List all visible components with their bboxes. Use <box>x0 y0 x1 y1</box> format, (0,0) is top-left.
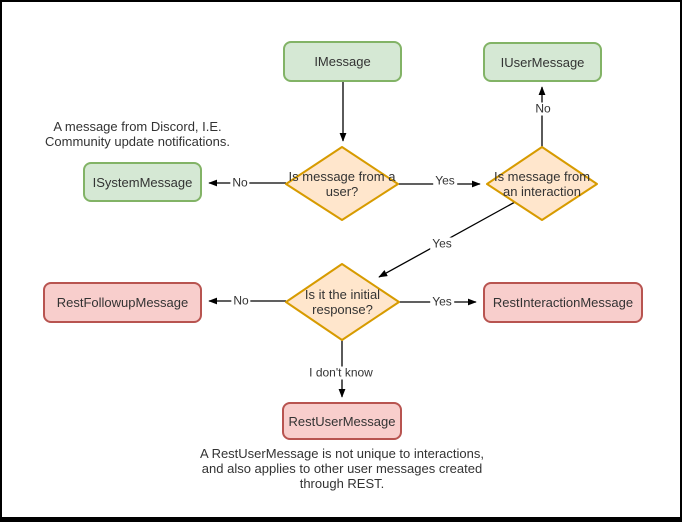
edge-label-initial-no: No <box>231 293 251 308</box>
decision-is-from-user: Is message from a user? <box>288 168 396 199</box>
node-restfollowupmessage: RestFollowupMessage <box>43 282 202 323</box>
edge-label-user-yes: Yes <box>433 173 457 188</box>
edge-label-user-no: No <box>230 175 250 190</box>
decision-is-initial-response-shape <box>285 263 400 341</box>
note-rest-user-message: A RestUserMessage is not unique to inter… <box>200 446 484 491</box>
edge-label-initial-unknown: I don't know <box>307 365 375 380</box>
node-isystemmessage: ISystemMessage <box>83 162 202 202</box>
edge-label-interaction-no: No <box>533 101 553 116</box>
node-imessage: IMessage <box>283 41 402 82</box>
node-iusermessage: IUserMessage <box>483 42 602 82</box>
edge-label-interaction-yes: Yes <box>430 236 454 251</box>
edge-label-initial-yes: Yes <box>430 294 454 309</box>
note-system-message: A message from Discord, I.E. Community u… <box>45 119 230 149</box>
node-restinteractionmessage: RestInteractionMessage <box>483 282 643 323</box>
decision-is-from-interaction-shape <box>486 146 598 221</box>
decision-is-from-user-shape <box>285 146 399 221</box>
decision-is-from-interaction: Is message from an interaction <box>493 168 591 199</box>
decision-is-initial-response: Is it the initial response? <box>304 287 381 317</box>
node-restusermessage: RestUserMessage <box>282 402 402 440</box>
